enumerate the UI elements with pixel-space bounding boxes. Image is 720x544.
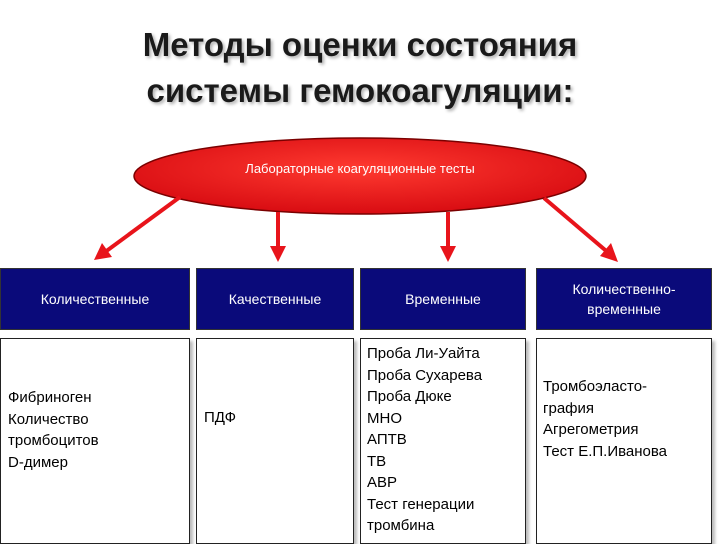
root-ellipse [133, 137, 587, 215]
list-item: МНО [367, 409, 402, 427]
header-text: Количественные [40, 291, 150, 307]
list-item: Проба Ли-Уайта [367, 345, 480, 362]
title-line-1: Методы оценки состояния [142, 26, 578, 63]
list-temporal: Проба Ли-Уайта Проба Сухарева Проба Дюке… [367, 343, 482, 537]
arrow-to-quantitative-temporal [542, 196, 618, 262]
category-header-qualitative: Качественные [196, 268, 354, 330]
list-item: тромбина [367, 517, 435, 534]
list-item: Фибриноген [8, 389, 92, 406]
arrow-to-qualitative [270, 212, 286, 262]
category-header-temporal: Временные [360, 268, 526, 330]
category-box-quantitative-temporal [536, 338, 712, 544]
list-item: Проба Дюке [367, 388, 452, 405]
list-qualitative: ПДФ [204, 407, 236, 429]
category-box-quantitative [0, 338, 190, 544]
list-item: ТВ [367, 452, 387, 470]
category-box-temporal [360, 338, 526, 544]
list-item: АПТВ [367, 431, 407, 448]
arrow-to-quantitative [94, 195, 182, 260]
header-text: Количественно- [572, 281, 676, 297]
list-item: D-димер [8, 453, 68, 471]
header-text: Качественные [228, 291, 322, 307]
title-line-2: системы гемокоагуляции: [146, 72, 574, 109]
list-item: Тест генерации [367, 495, 475, 513]
root-label: Лабораторные коагуляционные тесты [245, 161, 475, 176]
category-box-qualitative [196, 338, 354, 544]
list-item: Тромбоэласто- [543, 378, 648, 395]
diagram-title: Методы оценки состояния системы гемокоаг… [0, 22, 720, 114]
arrow-to-temporal [440, 212, 456, 262]
list-quantitative-temporal: Тромбоэласто- графия Агрегометрия Тест Е… [543, 376, 667, 462]
category-header-quantitative-temporal: Количественно- временные [536, 268, 712, 330]
list-quantitative: Фибриноген Количество тромбоцитов D-диме… [8, 387, 99, 473]
list-item: Проба Сухарева [367, 366, 483, 384]
list-item: Агрегометрия [543, 421, 639, 438]
list-item: АВР [367, 474, 398, 491]
list-item: ПДФ [204, 409, 237, 426]
list-item: Количество [8, 410, 89, 428]
list-item: графия [543, 399, 594, 417]
list-item: Тест Е.П.Иванова [543, 442, 668, 460]
category-header-quantitative: Количественные [0, 268, 190, 330]
header-text: Временные [405, 291, 481, 307]
header-text: временные [587, 301, 661, 317]
list-item: тромбоцитов [8, 432, 99, 449]
